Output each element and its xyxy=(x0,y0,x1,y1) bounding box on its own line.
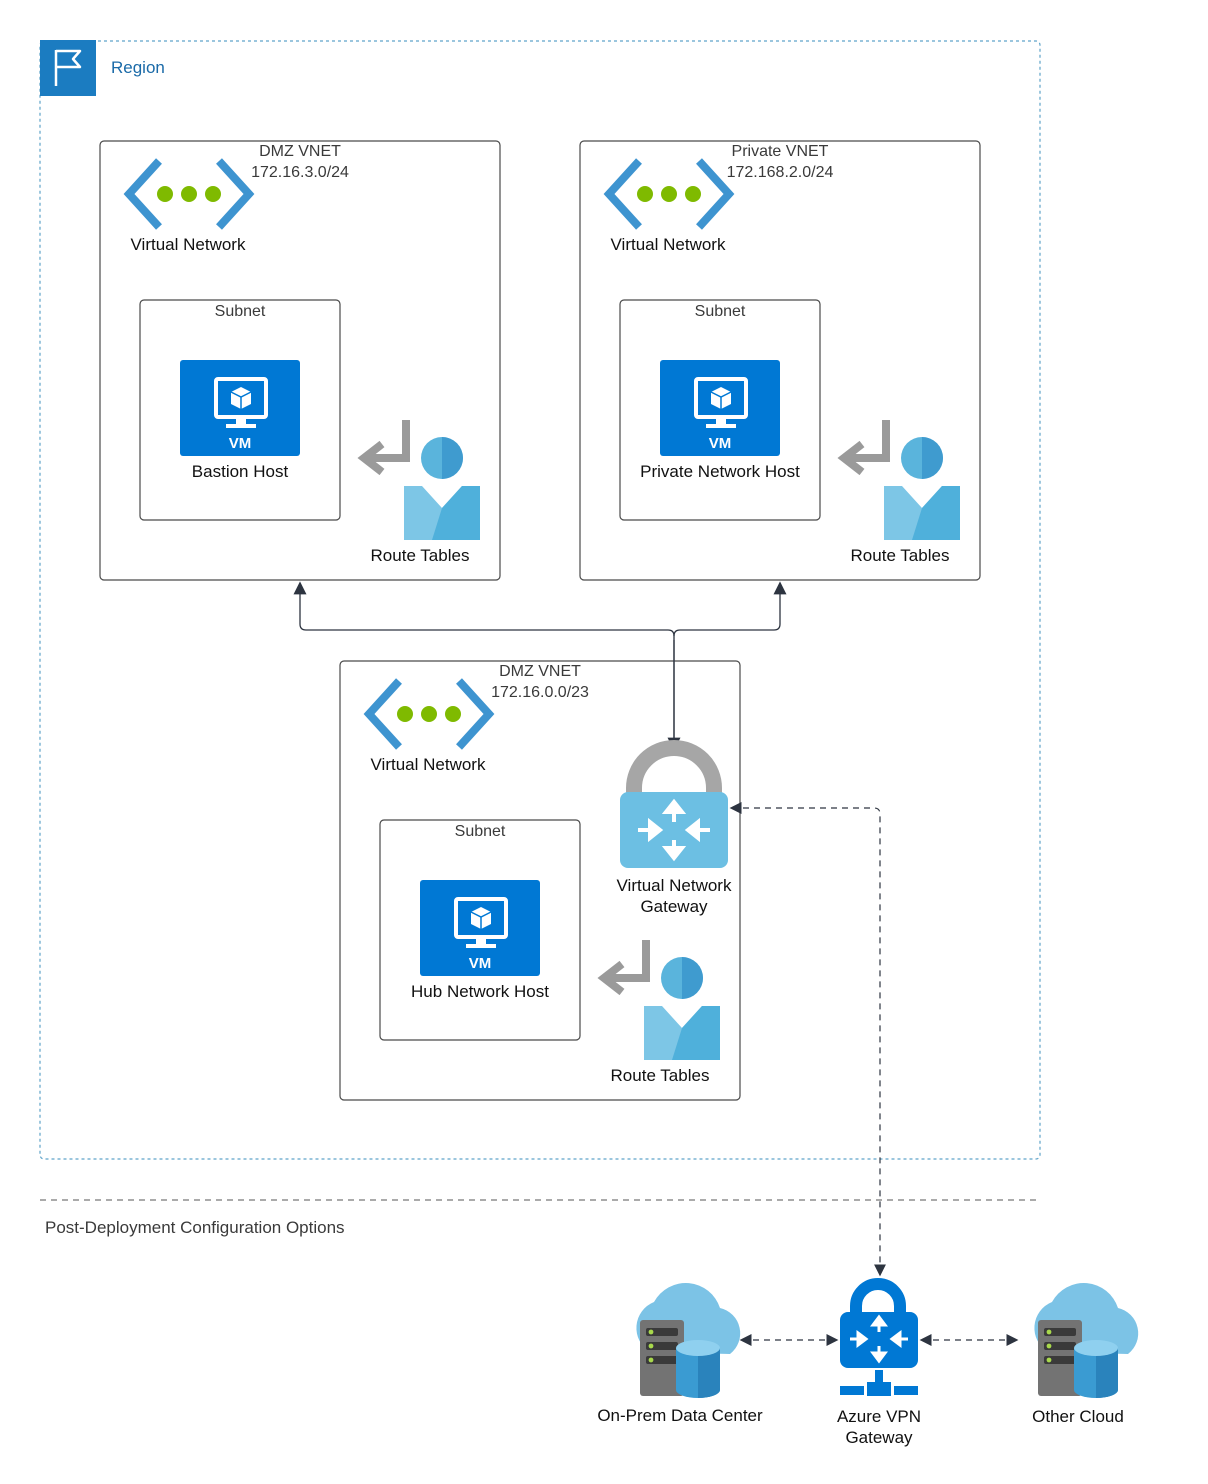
virtual-network-label: Virtual Network xyxy=(610,235,726,254)
vpn-link-connector xyxy=(729,802,886,1277)
route-tables-label: Route Tables xyxy=(610,1066,710,1085)
vnet-dmz-container[interactable] xyxy=(99,140,501,581)
region-title: Region xyxy=(111,58,165,77)
vm-badge: VM xyxy=(708,435,732,452)
gateway-label-line1: Virtual Network xyxy=(616,876,732,895)
virtual-network-label: Virtual Network xyxy=(370,755,486,774)
subnet-label: Subnet xyxy=(694,303,746,320)
vm-badge: VM xyxy=(468,955,492,972)
host-label: Bastion Host xyxy=(191,462,289,481)
virtual-network-label: Virtual Network xyxy=(130,235,246,254)
vnet-private-container[interactable] xyxy=(579,140,981,581)
region-badge xyxy=(40,40,96,96)
vpn-gateway-label-line1: Azure VPN xyxy=(836,1407,922,1426)
azure-vpn-gateway-icon[interactable] xyxy=(840,1278,918,1396)
vnet-name: Private VNET xyxy=(731,143,829,160)
vnet-name: DMZ VNET xyxy=(259,143,341,160)
host-label: Hub Network Host xyxy=(411,982,549,1001)
flag-icon xyxy=(54,49,82,86)
subnet-label: Subnet xyxy=(214,303,266,320)
region-boundary xyxy=(39,40,1041,1160)
gateway-label-line2: Gateway xyxy=(640,897,708,916)
other-cloud-icon[interactable] xyxy=(1034,1283,1139,1398)
vnet-name: DMZ VNET xyxy=(499,663,581,680)
post-deployment-title: Post-Deployment Configuration Options xyxy=(45,1218,345,1237)
vnet-cidr: 172.168.2.0/24 xyxy=(726,164,834,181)
onprem-label: On-Prem Data Center xyxy=(597,1406,763,1425)
peering-connectors xyxy=(293,581,787,751)
host-label: Private Network Host xyxy=(640,462,800,481)
route-tables-label: Route Tables xyxy=(850,546,950,565)
subnet-label: Subnet xyxy=(454,823,506,840)
other-cloud-label: Other Cloud xyxy=(1032,1407,1124,1426)
vm-badge: VM xyxy=(228,435,252,452)
vpn-gateway-label-line2: Gateway xyxy=(845,1428,913,1447)
vnet-cidr: 172.16.3.0/24 xyxy=(251,164,349,181)
on-prem-data-center-icon[interactable] xyxy=(636,1283,741,1398)
route-tables-label: Route Tables xyxy=(370,546,470,565)
vnet-cidr: 172.16.0.0/23 xyxy=(491,684,589,701)
